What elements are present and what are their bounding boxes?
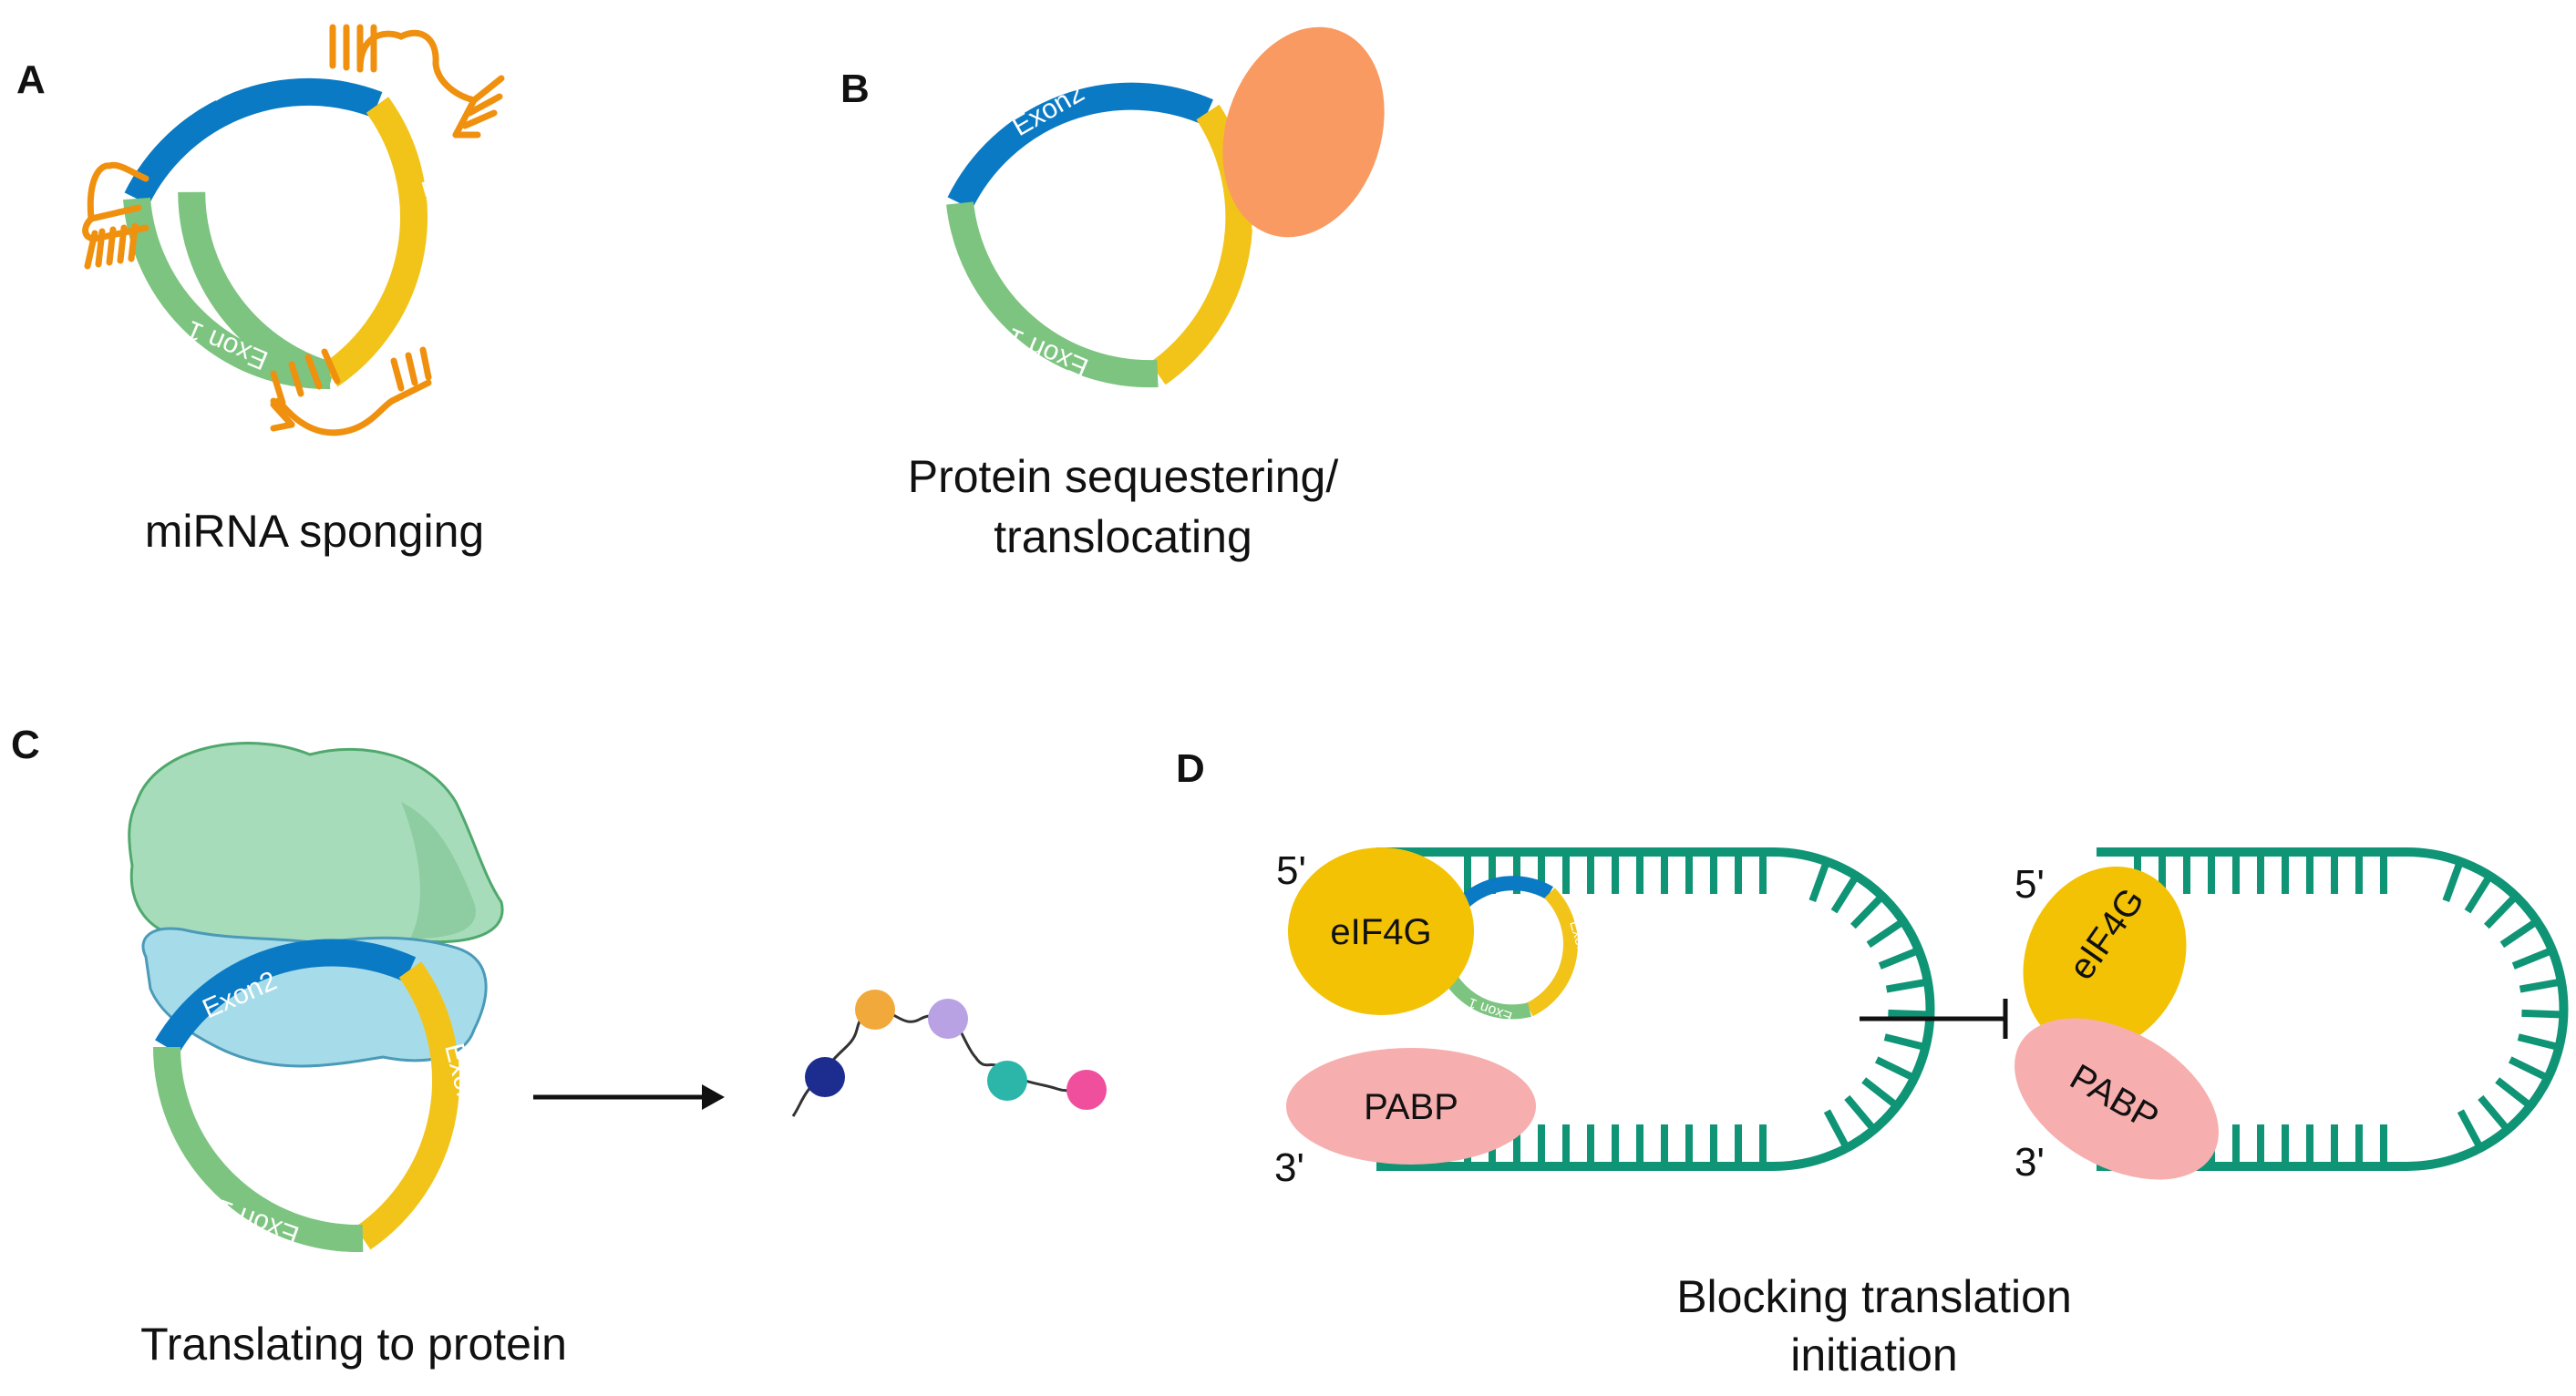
mrna-base-tick xyxy=(1866,918,1906,949)
mrna-base-tick xyxy=(1878,947,1921,970)
panel-b-exon1-arc xyxy=(946,201,1159,388)
mrna-base-tick xyxy=(2511,947,2554,970)
panel-b-letter: B xyxy=(840,67,870,111)
mrna-base-tick xyxy=(2499,918,2540,949)
mrna-base-tick xyxy=(1883,1033,1927,1052)
panel-b-caption-line1: Protein sequestering/ xyxy=(908,451,1339,502)
panel-b-exon2-arc xyxy=(947,82,1213,210)
panel-a-mirna-right xyxy=(329,24,505,139)
mrna-base-tick xyxy=(2495,1077,2533,1109)
mrna-base-tick xyxy=(2442,860,2464,902)
panel-c-circrna: Exon2 Exon3 Exon 1 xyxy=(153,939,487,1253)
panel-d-left-eif4g-label: eIF4G xyxy=(1330,912,1431,952)
panel-d-left-pabp-label: PABP xyxy=(1364,1087,1458,1127)
panel-d-right-mrna xyxy=(2097,847,2569,1171)
panel-b-caption-line2: translocating xyxy=(994,511,1252,562)
panel-c-amino-acid-4 xyxy=(987,1061,1027,1101)
panel-d-caption-line2: initiation xyxy=(1790,1329,1957,1381)
mrna-base-tick xyxy=(2508,1056,2550,1082)
panel-c-ribosome-large-subunit xyxy=(128,742,504,946)
panel-c-ribosome-large-subunit-shade xyxy=(401,802,476,939)
panel-d-right-5prime: 5' xyxy=(2014,862,2045,907)
panel-c-amino-acid-1 xyxy=(805,1057,845,1097)
mrna-base-tick xyxy=(2519,978,2562,993)
panel-d-left-3prime: 3' xyxy=(1274,1145,1304,1190)
panel-c-amino-acid-2 xyxy=(855,990,895,1030)
panel-a-exon2-arc xyxy=(124,77,383,205)
mrna-base-tick xyxy=(2517,1033,2561,1052)
panel-a-exon3-arc xyxy=(322,97,428,387)
panel-c-polypeptide xyxy=(791,990,1107,1117)
panel-d-right-eif4g xyxy=(2023,866,2187,1052)
mrna-base-tick xyxy=(1874,1056,1916,1082)
panel-d: D Exon3 Exon 1 eIF4G PABP 5' 3' xyxy=(1176,746,2569,1381)
panel-a-exon1-arc-main xyxy=(123,197,331,390)
panel-d-letter: D xyxy=(1176,746,1205,791)
mrna-base-tick xyxy=(1823,1109,1850,1150)
mrna-base-tick xyxy=(2483,893,2519,929)
panel-d-left-5prime: 5' xyxy=(1276,848,1306,893)
mrna-base-tick xyxy=(1830,874,1860,914)
panel-c-exon2-arc xyxy=(155,939,417,1054)
panel-c-exon1-arc xyxy=(153,1046,364,1253)
panel-c-caption: Translating to protein xyxy=(140,1319,567,1370)
panel-d-left-eif4g xyxy=(1288,847,1474,1015)
mrna-base-tick xyxy=(1861,1077,1900,1109)
panel-d-inhibition-arrow xyxy=(1860,999,2008,1039)
panel-a-mirna-bottom xyxy=(270,346,432,436)
mrna-base-tick xyxy=(1808,860,1830,902)
panel-a-caption: miRNA sponging xyxy=(145,506,484,557)
panel-d-right-pabp xyxy=(2014,1018,2219,1180)
panel-b-sequestered-protein xyxy=(1222,26,1385,238)
panel-d-right-mrna-bases xyxy=(2134,852,2564,1166)
panel-b: B Exon2 Exon3 Exon 1 Protein sequesterin… xyxy=(840,26,1385,562)
panel-d-left-pabp xyxy=(1286,1048,1536,1165)
mrna-base-tick xyxy=(2521,1009,2564,1019)
panel-d-caption-line1: Blocking translation xyxy=(1676,1271,2072,1322)
panel-d-small-exon1-label: Exon 1 xyxy=(1467,994,1515,1024)
mrna-base-tick xyxy=(2464,874,2493,914)
mrna-base-tick xyxy=(1885,978,1929,993)
panel-c-exon3-arc xyxy=(355,961,460,1250)
panel-c-arrow xyxy=(533,1084,725,1110)
panel-a: A Exon2 Exon3 Exon 1 xyxy=(16,24,505,557)
panel-b-exon2-label: Exon2 xyxy=(1007,77,1089,142)
panel-c-amino-acid-3 xyxy=(928,999,968,1039)
mrna-base-tick xyxy=(2457,1109,2484,1150)
panel-c: C Exon2 Exon3 Exon 1 Translating to prot… xyxy=(11,723,1107,1370)
panel-c-letter: C xyxy=(11,723,40,767)
mrna-base-tick xyxy=(1888,1009,1931,1019)
mrna-base-tick xyxy=(1850,893,1885,929)
panel-d-right-3prime: 3' xyxy=(2014,1140,2045,1185)
panel-c-amino-acid-5 xyxy=(1066,1070,1107,1110)
mrna-base-tick xyxy=(2478,1094,2510,1133)
mrna-base-tick xyxy=(1844,1094,1877,1133)
panel-a-mirna-left xyxy=(82,161,149,270)
panel-a-circrna: Exon2 Exon3 Exon 1 xyxy=(123,43,465,390)
panel-a-letter: A xyxy=(16,57,46,102)
